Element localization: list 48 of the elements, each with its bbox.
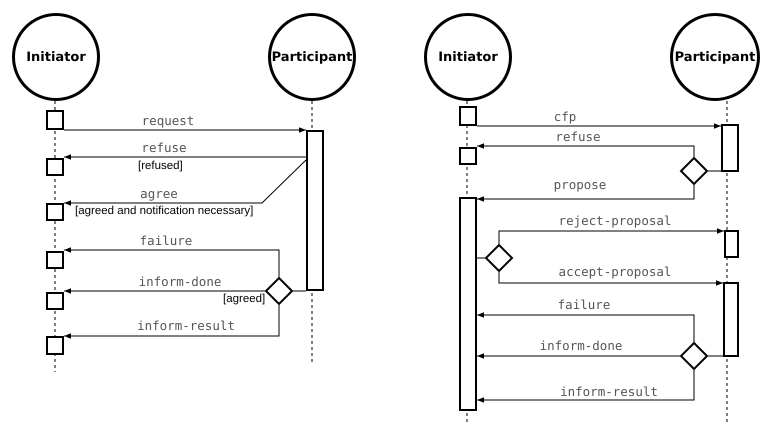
decision-diamond [680, 342, 708, 370]
guard-condition: [refused] [138, 160, 183, 173]
activation-bar [721, 124, 739, 172]
message-label: inform-done [538, 339, 624, 353]
role-name: Participant [674, 50, 756, 64]
message-arrow [476, 368, 694, 403]
message-label: inform-done [136, 275, 224, 289]
decision-diamond [680, 156, 708, 186]
activation-box [46, 336, 64, 355]
message-arrow [64, 127, 306, 133]
activation-bar [459, 197, 477, 411]
activation-bar [306, 130, 324, 291]
role-name: Initiator [438, 50, 498, 64]
message-arrow [64, 160, 306, 206]
activation-box [46, 251, 64, 269]
activation-box [46, 158, 64, 176]
guard-condition: [agreed and notification necessary] [75, 205, 254, 218]
activation-box [459, 147, 477, 165]
role-name: Participant [272, 50, 352, 64]
message-arrow [476, 312, 694, 344]
message-label: inform-result [558, 385, 660, 399]
message-label: failure [556, 298, 612, 312]
message-arrow [476, 353, 682, 359]
connector-line [292, 290, 306, 292]
activation-box [46, 110, 64, 130]
message-arrow [64, 304, 280, 339]
activation-box [46, 203, 64, 221]
activation-bar [723, 282, 739, 357]
message-label: inform-result [135, 319, 237, 333]
role-name: Initiator [26, 50, 86, 64]
activation-box [459, 106, 477, 126]
message-arrow [476, 123, 722, 129]
message-arrow [498, 270, 724, 286]
message-arrow [64, 154, 306, 160]
message-label: failure [138, 234, 194, 248]
message-label: accept-proposal [556, 265, 674, 279]
message-arrow [476, 184, 694, 202]
message-arrow [64, 247, 280, 278]
message-arrow [64, 288, 266, 294]
message-label: cfp [552, 110, 578, 124]
decision-diamond [484, 244, 514, 272]
message-arrow [498, 228, 724, 246]
guard-condition: [agreed] [223, 293, 266, 306]
activation-box [724, 230, 739, 258]
connector-line [706, 170, 722, 172]
message-arrow [476, 143, 694, 158]
activation-box [46, 292, 64, 310]
decision-diamond [264, 276, 294, 306]
